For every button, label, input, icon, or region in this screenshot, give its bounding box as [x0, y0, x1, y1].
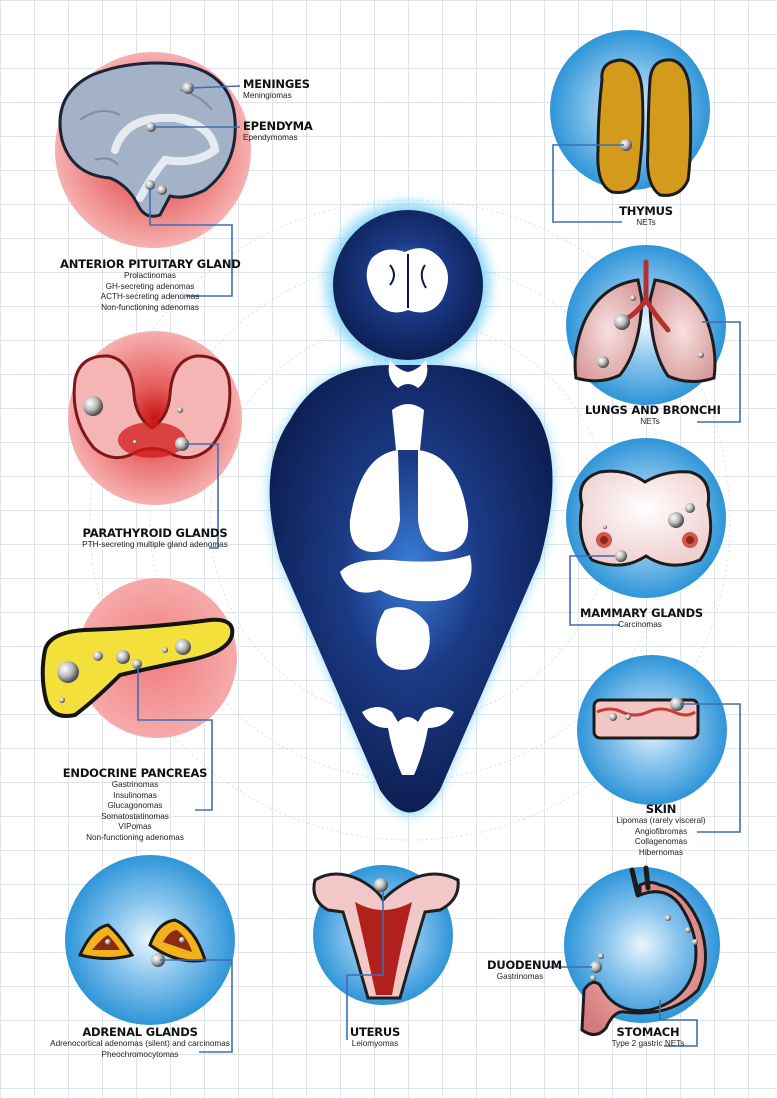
label-item: Leiomyomas: [351, 1039, 399, 1048]
brain-illustration: [58, 61, 237, 218]
label-title: ANTERIOR PITUITARY GLAND: [60, 257, 241, 271]
label-item: ACTH-secreting adenomas: [100, 292, 200, 301]
label-thymus: THYMUS NETs: [606, 205, 686, 229]
label-ependyma: EPENDYMA Ependymomas: [243, 120, 313, 144]
label-item: Glucagonomas: [107, 801, 163, 810]
label-item: Prolactinomas: [124, 271, 176, 280]
label-title: SKIN: [645, 802, 677, 816]
label-title: EPENDYMA: [243, 119, 313, 133]
connector-lines: [137, 85, 741, 1053]
label-item: NETs: [640, 417, 660, 426]
label-stomach: STOMACH Type 2 gastric NETs: [608, 1026, 688, 1050]
label-title: ADRENAL GLANDS: [82, 1025, 198, 1039]
label-item: Insulinomas: [113, 790, 157, 800]
label-item: Pheochromocytomas: [101, 1049, 179, 1059]
label-title: ENDOCRINE PANCREAS: [62, 766, 208, 780]
label-item: Hibernomas: [638, 847, 684, 857]
label-uterus: UTERUS Leiomyomas: [335, 1026, 415, 1050]
label-parathyroid: PARATHYROID GLANDS PTH-secreting multipl…: [60, 527, 250, 551]
label-item: VIPomas: [118, 822, 152, 831]
label-duodenum: DUODENUM Gastrinomas: [487, 958, 562, 983]
label-item: Gastrinomas: [496, 972, 544, 981]
label-title: UTERUS: [349, 1025, 401, 1039]
label-item: Somatostatinomas: [101, 811, 169, 821]
label-item: Carcinomas: [618, 620, 662, 629]
label-item: Ependymomas: [243, 133, 298, 142]
label-item: GH-secreting adenomas: [105, 281, 195, 291]
label-item: Adrenocortical adenomas (silent) and car…: [50, 1039, 230, 1048]
stomach-illustration: [580, 865, 708, 1036]
label-item: Angiofibromas: [634, 826, 688, 836]
label-title: PARATHYROID GLANDS: [82, 526, 228, 540]
label-item: NETs: [636, 218, 656, 227]
label-skin: SKIN Lipomas (rarely visceral) Angiofibr…: [606, 803, 716, 858]
thymus-illustration: [596, 58, 693, 197]
label-item: Type 2 gastric NETs: [611, 1039, 685, 1048]
label-mammary: MAMMARY GLANDS Carcinomas: [580, 606, 704, 631]
label-item: Lipomas (rarely visceral): [616, 816, 706, 825]
label-item: Meningiomas: [243, 91, 292, 100]
label-item: PTH-secreting multiple gland adenomas: [82, 540, 228, 549]
label-item: Non-functioning adenomas: [101, 302, 199, 312]
label-title: MENINGES: [243, 77, 310, 91]
label-title: STOMACH: [616, 1025, 680, 1039]
label-lungs: LUNGS AND BRONCHI NETs: [585, 403, 721, 428]
label-title: THYMUS: [619, 204, 673, 218]
mammary-illustration: [578, 469, 713, 567]
parathyroid-illustration: [72, 354, 232, 460]
label-pancreas: ENDOCRINE PANCREAS Gastrinomas Insulinom…: [55, 767, 215, 843]
label-meninges: MENINGES Meningiomas: [243, 78, 310, 102]
label-adrenal: ADRENAL GLANDS Adrenocortical adenomas (…: [40, 1026, 240, 1060]
tumor-dots: [57, 82, 704, 981]
label-item: Gastrinomas: [111, 780, 159, 789]
label-pituitary: ANTERIOR PITUITARY GLAND Prolactinomas G…: [60, 257, 241, 313]
label-title: MAMMARY GLANDS: [580, 606, 704, 620]
label-title: LUNGS AND BRONCHI: [585, 403, 721, 417]
skin-illustration: [592, 698, 700, 740]
label-item: Non-functioning adenomas: [86, 832, 184, 842]
label-title: DUODENUM: [487, 958, 562, 972]
body-silhouette: [269, 203, 553, 815]
label-item: Collagenomas: [634, 837, 688, 846]
